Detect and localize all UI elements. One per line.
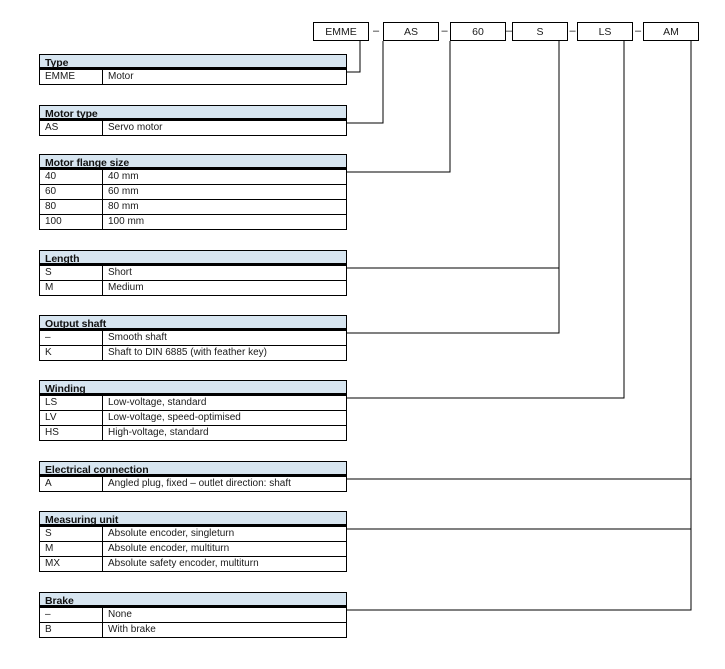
- connector-line: [347, 41, 560, 269]
- option-code: S: [40, 527, 103, 541]
- option-code: –: [40, 608, 103, 622]
- option-row: –None: [40, 608, 346, 623]
- code-separator: –: [634, 25, 642, 37]
- option-row: EMME Motor: [40, 70, 346, 85]
- option-code: 40: [40, 170, 103, 184]
- option-code: –: [40, 331, 103, 345]
- option-code: AS: [40, 121, 103, 135]
- option-code: B: [40, 623, 103, 637]
- option-row: 40 40 mm: [40, 170, 346, 185]
- option-code: 60: [40, 185, 103, 199]
- code-separator: –: [441, 25, 448, 37]
- option-row: S Absolute encoder, singleturn: [40, 527, 346, 542]
- option-code: K: [40, 346, 103, 360]
- code-separator: –: [569, 25, 576, 37]
- option-table-title: Output shaft: [40, 315, 346, 331]
- option-description: Shaft to DIN 6885 (with feather key): [108, 347, 267, 358]
- option-description: Medium: [108, 282, 144, 293]
- option-description: None: [108, 609, 132, 620]
- connector-line: [347, 41, 625, 399]
- option-description: Absolute encoder, singleturn: [108, 528, 235, 539]
- option-description: 80 mm: [108, 201, 139, 212]
- option-table-title: Winding: [40, 380, 346, 396]
- option-row: MX Absolute safety encoder, multiturn: [40, 557, 346, 572]
- code-segment-60: 60: [450, 22, 506, 41]
- connector-line: [347, 41, 692, 480]
- option-description: Servo motor: [108, 122, 163, 133]
- option-description: 60 mm: [108, 186, 139, 197]
- option-row: S Short: [40, 266, 346, 281]
- code-segment-ls: LS: [577, 22, 633, 41]
- option-description: Short: [108, 267, 132, 278]
- option-row: HS High-voltage, standard: [40, 426, 346, 441]
- option-table-title: Electrical connection: [40, 461, 346, 477]
- option-description: Angled plug, fixed – outlet direction: s…: [108, 478, 291, 489]
- option-table-title: Brake: [40, 592, 346, 608]
- option-description: With brake: [108, 624, 156, 635]
- option-description: Low-voltage, standard: [108, 397, 207, 408]
- option-description: Smooth shaft: [108, 332, 167, 343]
- option-code: M: [40, 281, 103, 295]
- option-code: 100: [40, 215, 103, 229]
- option-code: A: [40, 477, 103, 491]
- option-row: M Medium: [40, 281, 346, 296]
- option-row: 80 80 mm: [40, 200, 346, 215]
- option-code: 80: [40, 200, 103, 214]
- option-table-title: Type: [40, 54, 346, 70]
- option-description: 100 mm: [108, 216, 145, 227]
- option-row: LV Low-voltage, speed-optimised: [40, 411, 346, 426]
- option-table-title: Length: [40, 250, 346, 266]
- option-row: 60 60 mm: [40, 185, 346, 200]
- option-row: A Angled plug, fixed – outlet direction: …: [40, 477, 346, 492]
- option-description: Absolute safety encoder, multiturn: [108, 558, 259, 569]
- code-separator: –: [505, 25, 513, 37]
- option-code: S: [40, 266, 103, 280]
- connector-line: [347, 41, 692, 530]
- option-code: EMME: [40, 70, 103, 84]
- code-segment-as: AS: [383, 22, 439, 41]
- option-row: M Absolute encoder, multiturn: [40, 542, 346, 557]
- connector-line: [347, 41, 451, 173]
- option-row: AS Servo motor: [40, 121, 346, 136]
- option-row: 100 100 mm: [40, 215, 346, 230]
- option-description: Motor: [108, 71, 134, 82]
- option-row: B With brake: [40, 623, 346, 638]
- code-segment-s: S: [512, 22, 568, 41]
- option-table-title: Motor type: [40, 105, 346, 121]
- connector-line: [347, 41, 692, 611]
- connector-line: [347, 41, 384, 124]
- option-description: High-voltage, standard: [108, 427, 209, 438]
- option-description: Absolute encoder, multiturn: [108, 543, 230, 554]
- option-row: K Shaft to DIN 6885 (with feather key): [40, 346, 346, 361]
- option-code: HS: [40, 426, 103, 440]
- option-code: LV: [40, 411, 103, 425]
- option-code: LS: [40, 396, 103, 410]
- option-row: LS Low-voltage, standard: [40, 396, 346, 411]
- connector-line: [347, 41, 560, 334]
- option-code: MX: [40, 557, 103, 571]
- option-table-title: Motor flange size: [40, 154, 346, 170]
- code-separator: –: [372, 25, 380, 37]
- code-segment-emme: EMME: [313, 22, 369, 41]
- option-row: –Smooth shaft: [40, 331, 346, 346]
- option-code: M: [40, 542, 103, 556]
- option-table-title: Measuring unit: [40, 511, 346, 527]
- connector-line: [347, 41, 361, 73]
- option-description: 40 mm: [108, 171, 139, 182]
- option-description: Low-voltage, speed-optimised: [108, 412, 241, 423]
- code-segment-am: AM: [643, 22, 699, 41]
